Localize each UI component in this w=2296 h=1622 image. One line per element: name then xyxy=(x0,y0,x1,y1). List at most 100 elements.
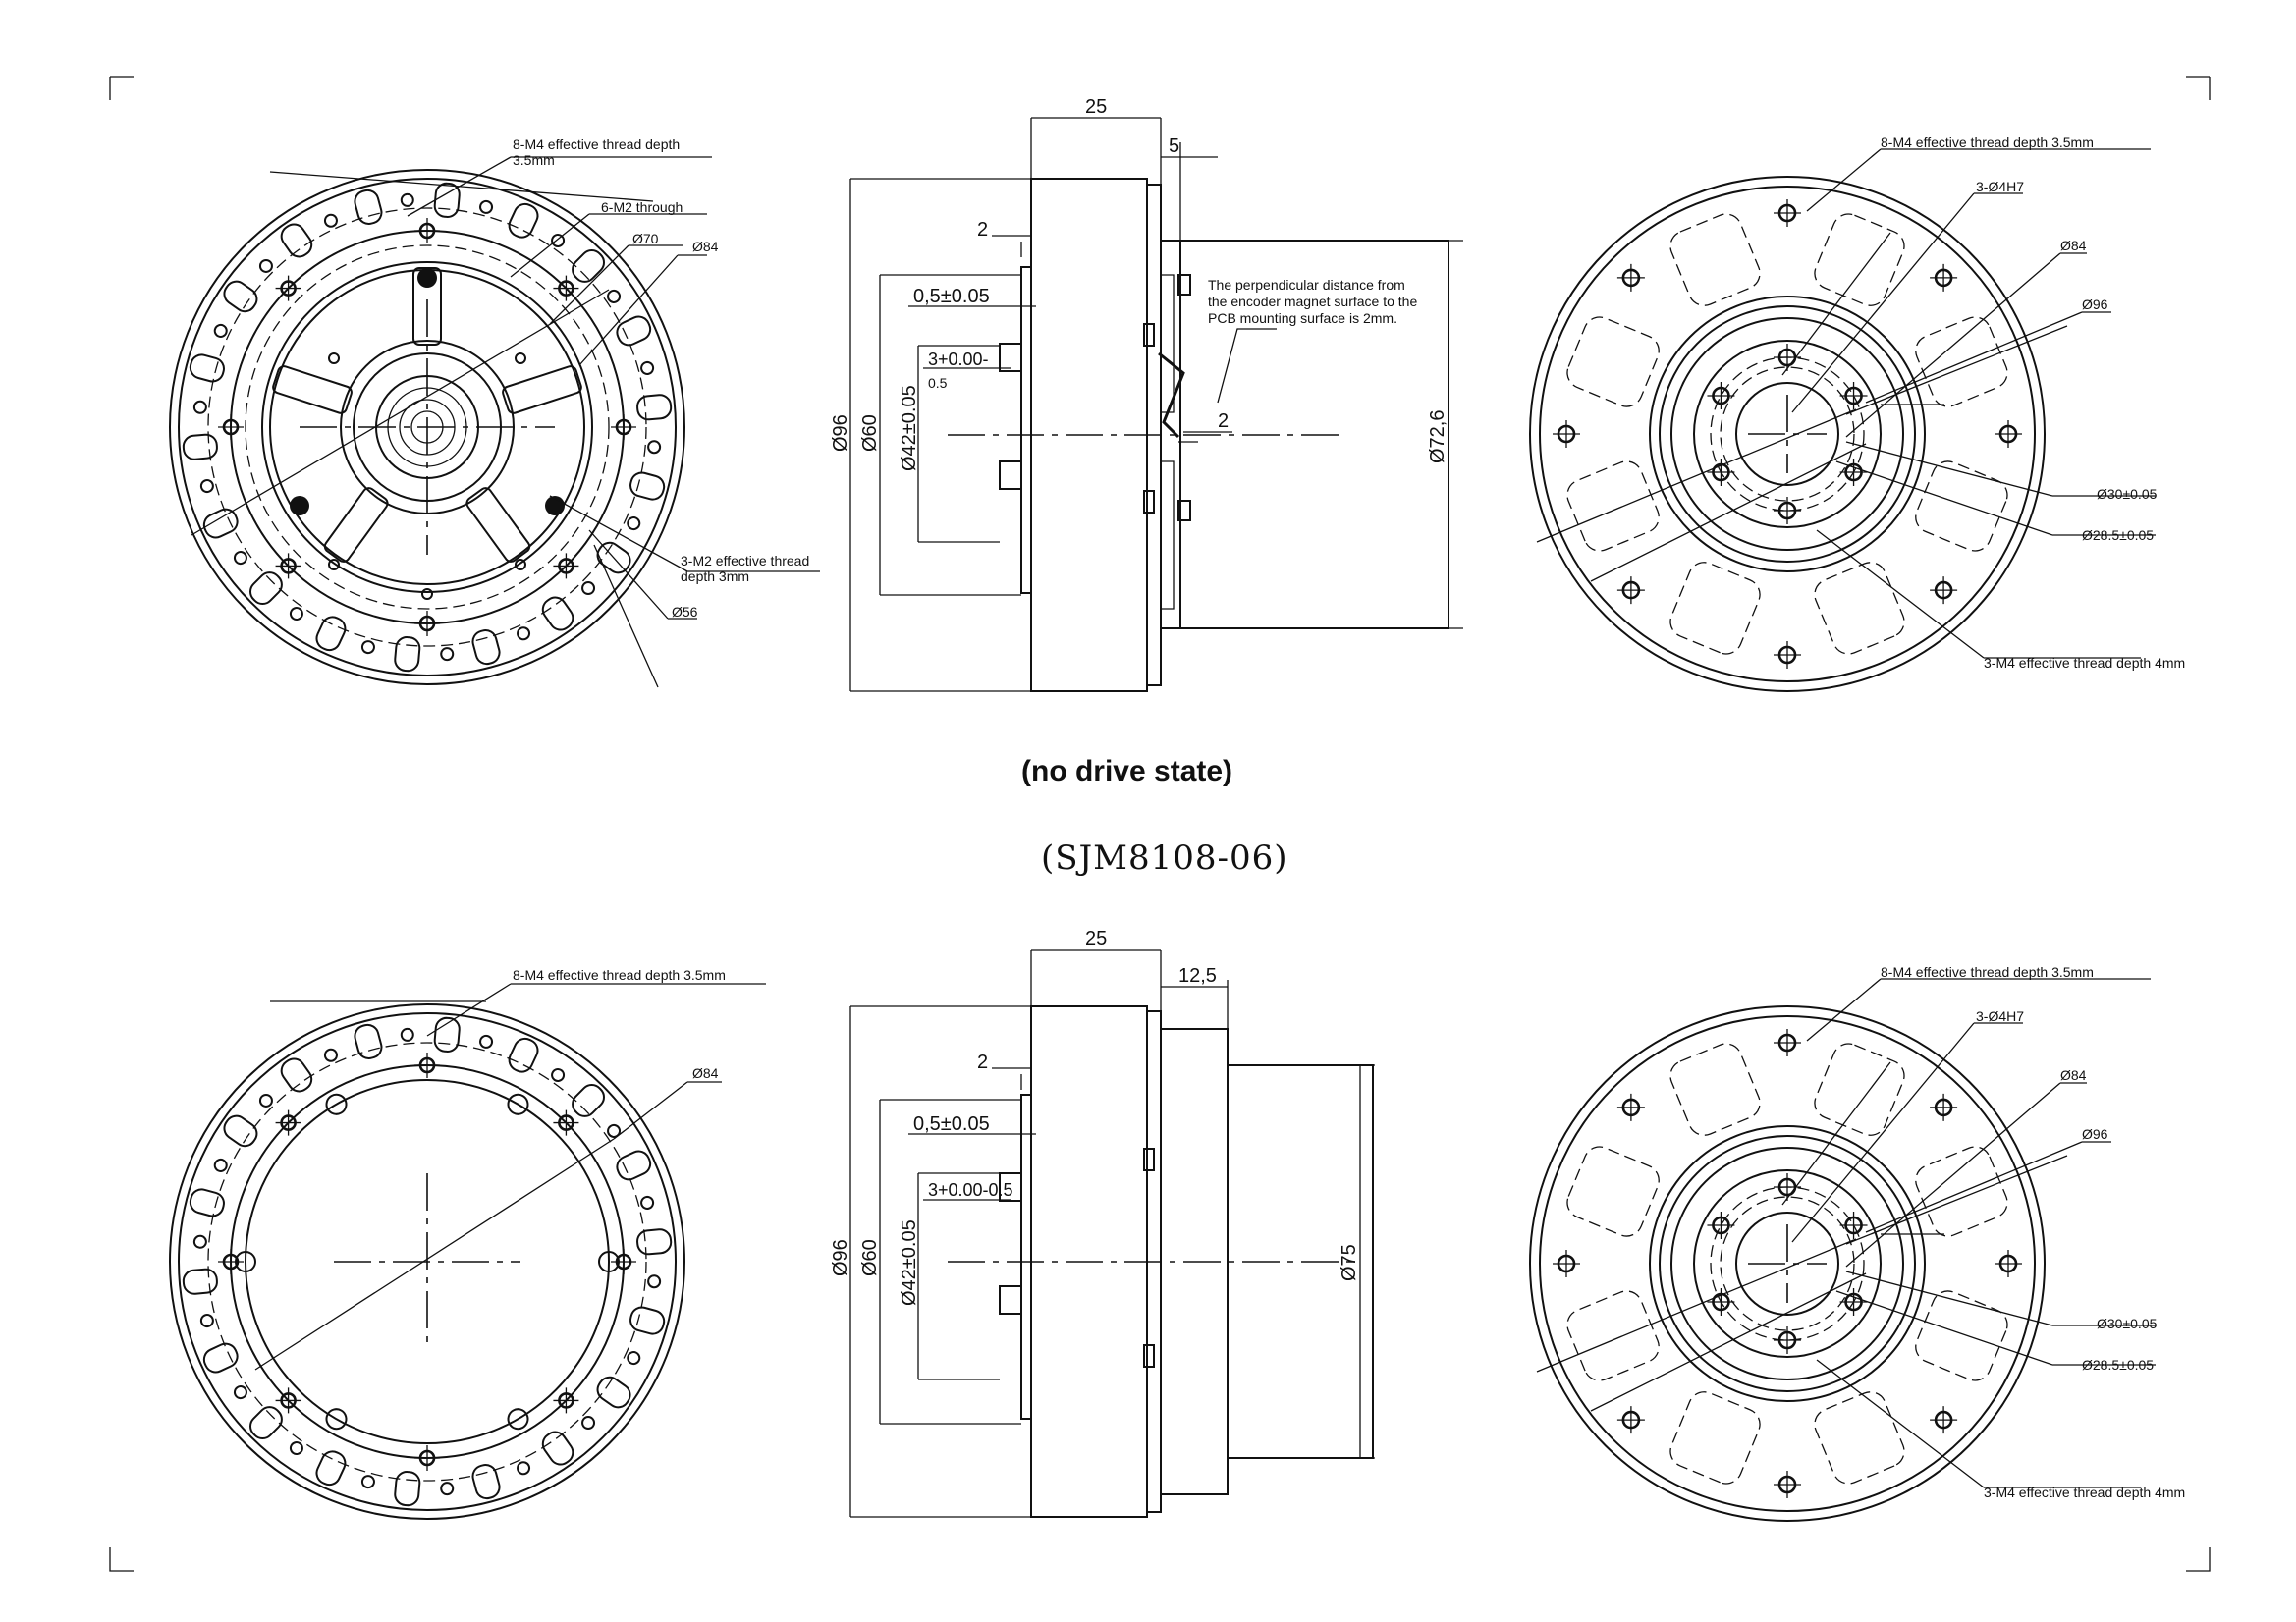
bolt-slot xyxy=(629,471,666,501)
hole-centerline xyxy=(611,1249,636,1274)
inner-hole-centerline xyxy=(1839,1288,1868,1316)
dim-d84-rear: Ø84 xyxy=(2060,238,2087,253)
inner-hole-centerline xyxy=(1839,1212,1868,1239)
bolt-slot xyxy=(616,1150,652,1181)
bolt-slot xyxy=(354,189,383,225)
hole-centerline xyxy=(275,1109,301,1136)
small-hole xyxy=(647,1274,662,1289)
rear-hole-centerline xyxy=(1930,1093,1958,1121)
bolt-slot xyxy=(636,1228,673,1256)
label-8m4-depth: 3.5mm xyxy=(513,152,555,168)
dim-d84: Ø84 xyxy=(692,239,719,254)
rear-hole-centerline xyxy=(1616,1093,1645,1121)
inner-hole-centerline xyxy=(1839,459,1868,486)
top-front-labels: 8-M4 effective thread depth 3.5mm 6-M2 t… xyxy=(407,136,820,620)
hole-centerline xyxy=(553,553,579,579)
lug xyxy=(325,1093,348,1115)
bolt-slot xyxy=(596,1376,631,1409)
top-rear-view xyxy=(1529,176,2068,692)
bolt-slot xyxy=(249,1406,283,1439)
bottom-front-view xyxy=(169,1000,685,1520)
bolt-slot xyxy=(541,1431,574,1466)
lug xyxy=(325,1408,348,1431)
dim-3-tol-lower: 0.5 xyxy=(928,375,948,391)
small-hole xyxy=(289,607,303,622)
dim-3-tol-bottom: 3+0.00-0.5 xyxy=(928,1180,1013,1200)
hole-centerline xyxy=(275,1387,301,1414)
spoke xyxy=(465,487,531,563)
dim-d84-bottom: Ø84 xyxy=(692,1065,719,1081)
rear-hole-centerline xyxy=(1774,641,1801,669)
dim-0-5: 0,5±0.05 xyxy=(913,286,990,307)
small-hole xyxy=(199,479,214,494)
rear-hole-centerline xyxy=(1930,576,1958,605)
small-hole xyxy=(440,647,455,662)
dim-d72-6: Ø72,6 xyxy=(1427,410,1449,463)
bolt-slot xyxy=(471,1464,501,1500)
small-hole xyxy=(640,1195,655,1210)
threaded-hole-dark xyxy=(290,496,309,515)
bolt-slot xyxy=(315,616,347,652)
small-hole xyxy=(323,1048,338,1062)
bolt-slot xyxy=(572,249,605,283)
pocket xyxy=(1669,1043,1761,1136)
hole-centerline xyxy=(553,275,579,301)
label-3d4h7-bottom: 3-Ø4H7 xyxy=(1976,1008,2024,1024)
dim-0-5-bottom: 0,5±0.05 xyxy=(913,1113,990,1135)
bolt-slot xyxy=(280,223,313,258)
dim-d96-rear-bottom: Ø96 xyxy=(2082,1126,2108,1142)
bolt-slot xyxy=(629,1306,666,1335)
label-3m4-bottom: 3-M4 effective thread depth 4mm xyxy=(1984,1485,2185,1500)
small-hole xyxy=(360,1475,375,1489)
lug xyxy=(507,1093,529,1115)
lug xyxy=(598,1251,620,1272)
pocket xyxy=(1566,1146,1660,1237)
pocket xyxy=(1915,316,2008,407)
hole-centerline xyxy=(553,1387,579,1414)
spoke xyxy=(502,365,582,414)
caption-model: (SJM8108-06) xyxy=(1041,838,1288,878)
small-hole xyxy=(640,360,655,375)
bolt-slot xyxy=(572,1084,605,1117)
crop-marks xyxy=(109,76,2211,1572)
label-3m2: 3-M2 effective thread xyxy=(681,553,809,568)
rear-hole-centerline xyxy=(1553,420,1580,448)
rear-hole-centerline xyxy=(1774,1029,1801,1056)
bolt-slot xyxy=(616,315,652,347)
bolt-slot xyxy=(433,182,461,218)
pocket xyxy=(1566,1290,1660,1381)
rear-centerline xyxy=(1748,395,1827,473)
through-hole xyxy=(421,588,433,600)
dim-d75: Ø75 xyxy=(1339,1244,1360,1281)
inner-hole-centerline xyxy=(1839,382,1868,409)
small-hole xyxy=(192,1234,207,1249)
rear-centerline xyxy=(1748,1224,1827,1303)
small-hole xyxy=(233,1385,247,1400)
pocket xyxy=(1814,562,1905,655)
rear-hole-centerline xyxy=(1553,1250,1580,1277)
bolt-slot xyxy=(280,1057,313,1093)
small-hole xyxy=(258,258,273,273)
dim-2-top: 2 xyxy=(977,219,988,241)
dim-d60: Ø60 xyxy=(859,414,881,452)
dim-25: 25 xyxy=(1085,96,1107,118)
dim-12-5: 12,5 xyxy=(1178,965,1217,987)
rear-hole-centerline xyxy=(1774,199,1801,227)
bolt-slot xyxy=(182,1268,218,1295)
small-hole xyxy=(479,1034,494,1049)
label-3d4h7: 3-Ø4H7 xyxy=(1976,179,2024,194)
small-hole xyxy=(581,1416,596,1431)
bolt-slot xyxy=(189,1188,225,1217)
inner-hole-centerline xyxy=(1707,382,1735,409)
small-hole xyxy=(607,289,622,303)
pocket xyxy=(1915,1146,2008,1237)
dim-d96-rear: Ø96 xyxy=(2082,297,2108,312)
inner-hole-centerline xyxy=(1774,1326,1801,1354)
small-hole xyxy=(192,400,207,414)
dim-5: 5 xyxy=(1169,135,1179,157)
hole-centerline xyxy=(414,611,440,636)
hole-centerline xyxy=(611,414,636,440)
bolt-slot xyxy=(223,1114,258,1148)
threaded-hole-dark xyxy=(417,268,437,288)
dim-d70: Ø70 xyxy=(632,231,659,246)
